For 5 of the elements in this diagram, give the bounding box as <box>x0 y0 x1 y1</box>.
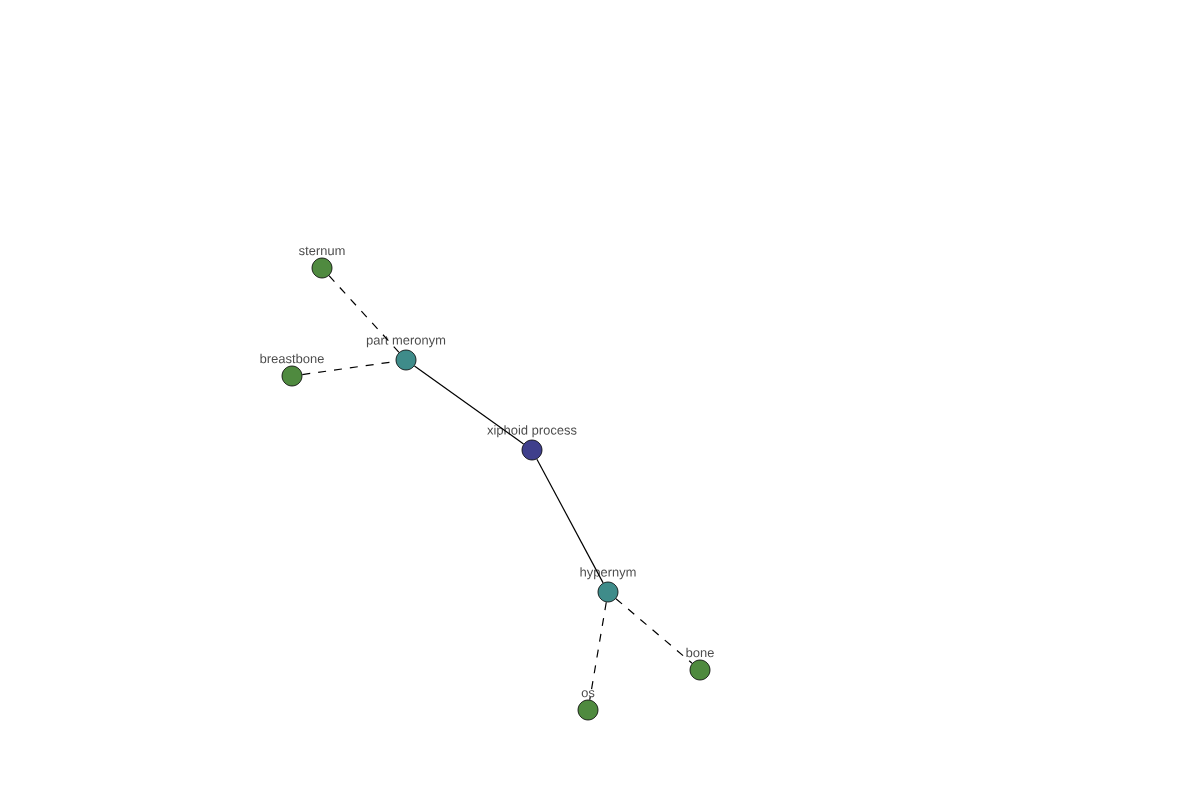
connector-line <box>615 598 693 664</box>
connector-line <box>536 458 604 584</box>
connector-line <box>328 275 400 353</box>
connector-line <box>413 365 525 445</box>
connector-line <box>589 601 607 701</box>
